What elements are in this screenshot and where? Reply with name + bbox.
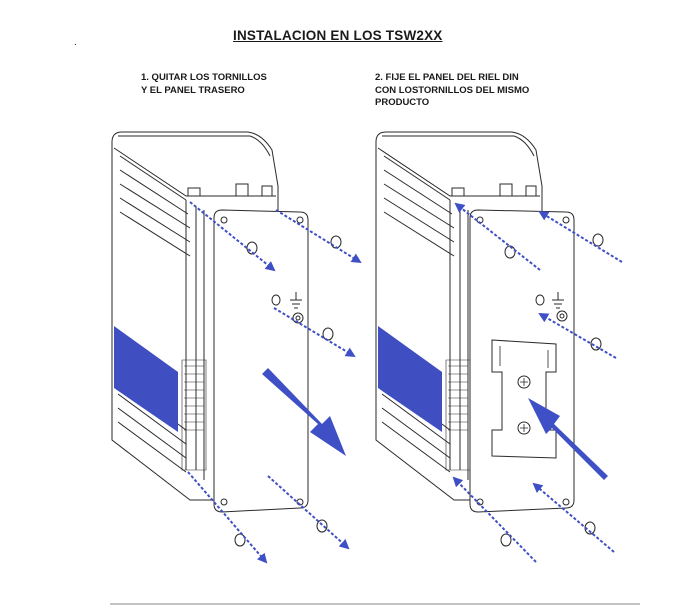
- arrows-right: [452, 202, 623, 563]
- step-1-line-1: 1. QUITAR LOS TORNILLOS: [141, 72, 267, 83]
- step-1-caption: 1. QUITAR LOS TORNILLOS Y EL PANEL TRASE…: [141, 72, 267, 97]
- big-arrow-left: [262, 368, 346, 456]
- big-arrow-right: [528, 398, 608, 480]
- page-title: INSTALACION EN LOS TSW2XX: [233, 28, 443, 43]
- stray-dot: .: [74, 37, 77, 48]
- step-2-line-1: 2. FIJE EL PANEL DEL RIEL DIN: [375, 72, 519, 83]
- step-2-caption: 2. FIJE EL PANEL DEL RIEL DIN CON LOSTOR…: [375, 72, 529, 110]
- step-2-line-3: PRODUCTO: [375, 97, 430, 108]
- screw-group-right: [500, 233, 604, 547]
- blue-side-panel-left: [114, 326, 178, 432]
- arrows-left: [187, 201, 362, 564]
- step-1-line-2: Y EL PANEL TRASERO: [141, 84, 245, 96]
- din-rail-panel-right: [469, 209, 575, 513]
- rear-panel-left: [213, 209, 309, 513]
- blue-side-panel-right: [378, 326, 442, 432]
- step-2-line-2: CON LOSTORNILLOS DEL MISMO: [375, 84, 530, 96]
